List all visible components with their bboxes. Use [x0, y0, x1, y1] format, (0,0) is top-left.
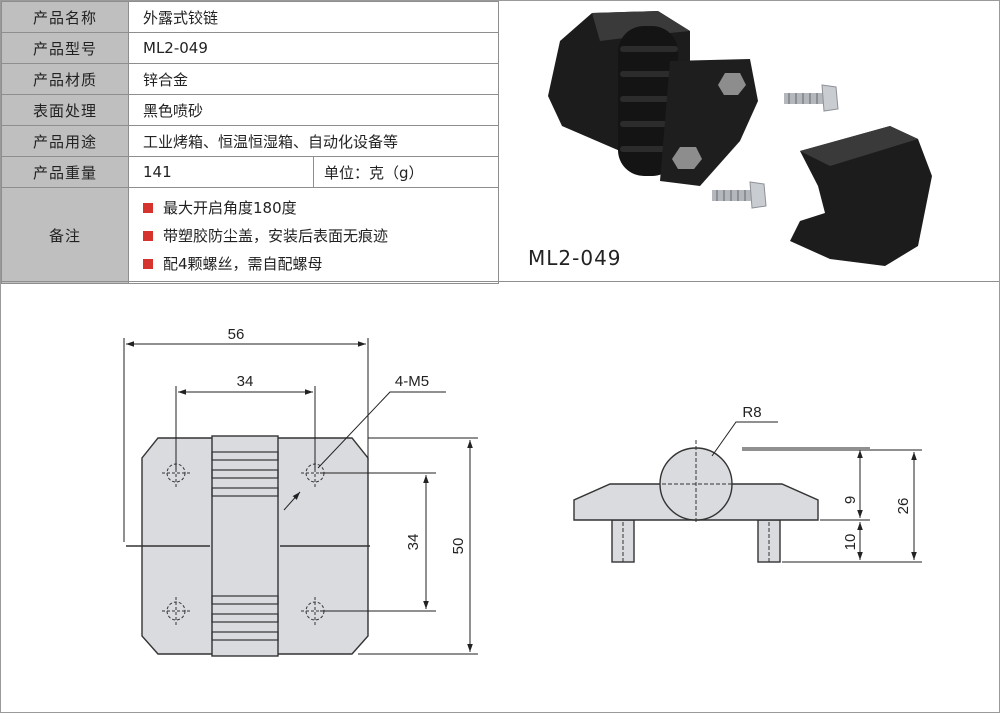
note-item: 最大开启角度180度: [143, 194, 484, 222]
dim-radius-label: R8: [742, 404, 761, 421]
technical-drawing: 56 34 4-M5 34 50 R8 9 10 26: [123, 326, 922, 657]
bullet-icon: [143, 258, 153, 269]
dim-width-label: 56: [228, 326, 245, 343]
spec-row: 产品材质 锌合金: [1, 63, 499, 95]
spec-label: 产品名称: [1, 1, 129, 33]
spec-label: 产品用途: [1, 125, 129, 157]
spec-label: 产品材质: [1, 63, 129, 95]
product-model-caption: ML2-049: [528, 246, 622, 270]
dim-pin-label: 10: [842, 534, 859, 551]
spec-value: 141: [128, 156, 314, 188]
dim-height-label: 50: [450, 538, 467, 555]
screw-illustration: [712, 181, 767, 209]
note-text: 最大开启角度180度: [163, 199, 297, 217]
note-item: 带塑胶防尘盖，安装后表面无痕迹: [143, 222, 484, 250]
dim-hole-spacing-y-label: 34: [405, 534, 422, 551]
spec-row: 产品名称 外露式铰链: [1, 1, 499, 33]
spec-label: 表面处理: [1, 94, 129, 126]
notes-label: 备注: [1, 187, 129, 284]
section-divider: [1, 281, 999, 282]
dimension-lines: [711, 421, 922, 563]
spec-value: 黑色喷砂: [128, 94, 499, 126]
weight-unit: 单位：克（g）: [313, 156, 499, 188]
dim-total-label: 26: [895, 498, 912, 515]
front-view: 56 34 4-M5 34 50: [123, 326, 478, 657]
product-photo: [548, 11, 932, 266]
note-item: 配4颗螺丝，需自配螺母: [143, 250, 484, 278]
spec-label: 产品型号: [1, 32, 129, 64]
knuckle-grooves: [211, 451, 279, 641]
spec-row-weight: 产品重量 141 单位：克（g）: [1, 156, 499, 188]
dim-small-label: 9: [842, 496, 859, 504]
notes-list: 最大开启角度180度 带塑胶防尘盖，安装后表面无痕迹 配4颗螺丝，需自配螺母: [128, 187, 499, 284]
spec-value: 锌合金: [128, 63, 499, 95]
spec-value: 外露式铰链: [128, 1, 499, 33]
hinge-body-illustration: [548, 11, 758, 186]
spec-value: 工业烤箱、恒温恒湿箱、自动化设备等: [128, 125, 499, 157]
note-text: 带塑胶防尘盖，安装后表面无痕迹: [163, 227, 389, 245]
side-view: R8 9 10 26: [573, 404, 922, 564]
screw-illustration: [784, 84, 839, 112]
bullet-icon: [143, 230, 153, 241]
spec-row: 表面处理 黑色喷砂: [1, 94, 499, 126]
dim-screw-label: 4-M5: [395, 373, 429, 390]
spec-table: 产品名称 外露式铰链 产品型号 ML2-049 产品材质 锌合金 表面处理 黑色…: [1, 1, 499, 284]
spec-label: 产品重量: [1, 156, 129, 188]
dim-hole-spacing-x-label: 34: [237, 373, 254, 390]
dust-cover-illustration: [790, 126, 932, 266]
hidden-lines: [622, 440, 770, 564]
bullet-icon: [143, 202, 153, 213]
spec-row: 产品用途 工业烤箱、恒温恒湿箱、自动化设备等: [1, 125, 499, 157]
note-text: 配4颗螺丝，需自配螺母: [163, 255, 323, 273]
spec-value: ML2-049: [128, 32, 499, 64]
spec-row-notes: 备注 最大开启角度180度 带塑胶防尘盖，安装后表面无痕迹 配4颗螺丝，需自配螺…: [1, 187, 499, 284]
dimension-lines: [123, 338, 478, 655]
hinge-knuckle: [211, 435, 279, 657]
spec-row: 产品型号 ML2-049: [1, 32, 499, 64]
